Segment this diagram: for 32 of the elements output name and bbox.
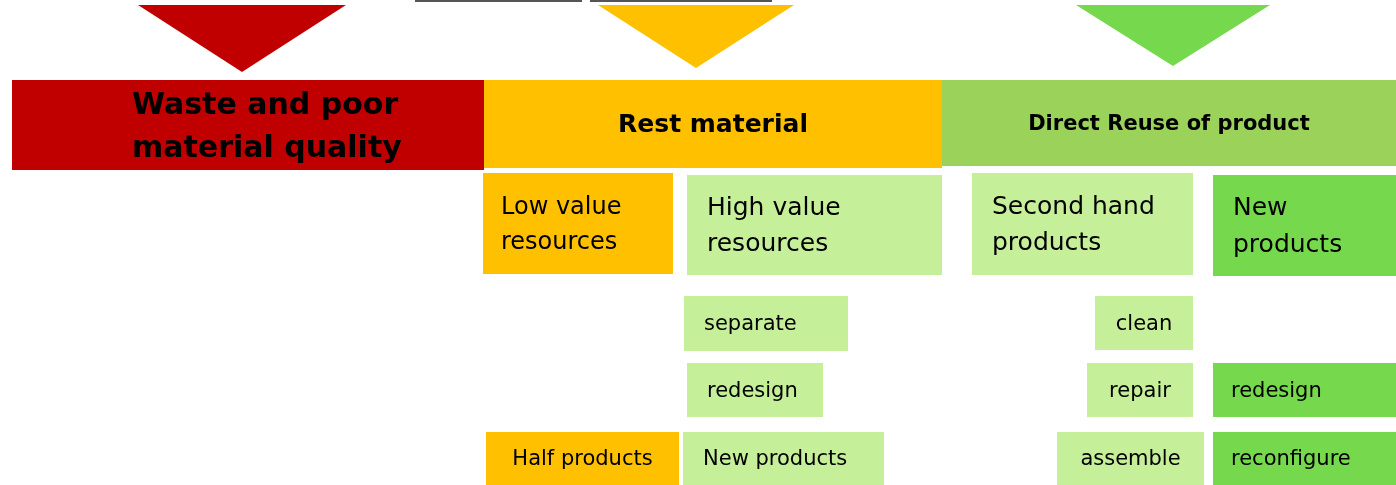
box-label: Half products: [512, 445, 653, 473]
box-label: clean: [1115, 309, 1173, 337]
box-label: separate: [704, 310, 797, 338]
category-box: [483, 173, 673, 274]
step-box: [486, 432, 679, 485]
step-box: [1087, 363, 1193, 417]
step-box: [1213, 432, 1396, 485]
step-box: [683, 432, 884, 485]
category-box: [972, 173, 1193, 275]
box-label: Low value resources: [501, 190, 623, 257]
box-label: Rest material: [618, 107, 808, 140]
step-box: [687, 363, 823, 417]
step-box: [1057, 432, 1204, 485]
step-box: [684, 296, 848, 351]
box-label: New products: [703, 445, 848, 473]
box-label: New products: [1233, 191, 1344, 260]
box-label: Direct Reuse of product: [1028, 109, 1310, 137]
header-band: [12, 80, 484, 170]
step-box: [1213, 363, 1396, 417]
box-label: reconfigure: [1231, 445, 1351, 473]
header-band: [484, 80, 942, 168]
header-band: [942, 80, 1396, 166]
category-box: [1213, 175, 1396, 276]
box-label: redesign: [1231, 376, 1322, 404]
step-box: [1095, 296, 1193, 350]
box-label: redesign: [707, 376, 798, 404]
box-label: Second hand products: [992, 189, 1156, 258]
box-label: repair: [1109, 376, 1171, 404]
box-label: assemble: [1080, 445, 1181, 473]
box-label: Waste and poor material quality: [132, 84, 403, 166]
box-label: High value resources: [707, 190, 842, 259]
category-box: [687, 175, 942, 275]
